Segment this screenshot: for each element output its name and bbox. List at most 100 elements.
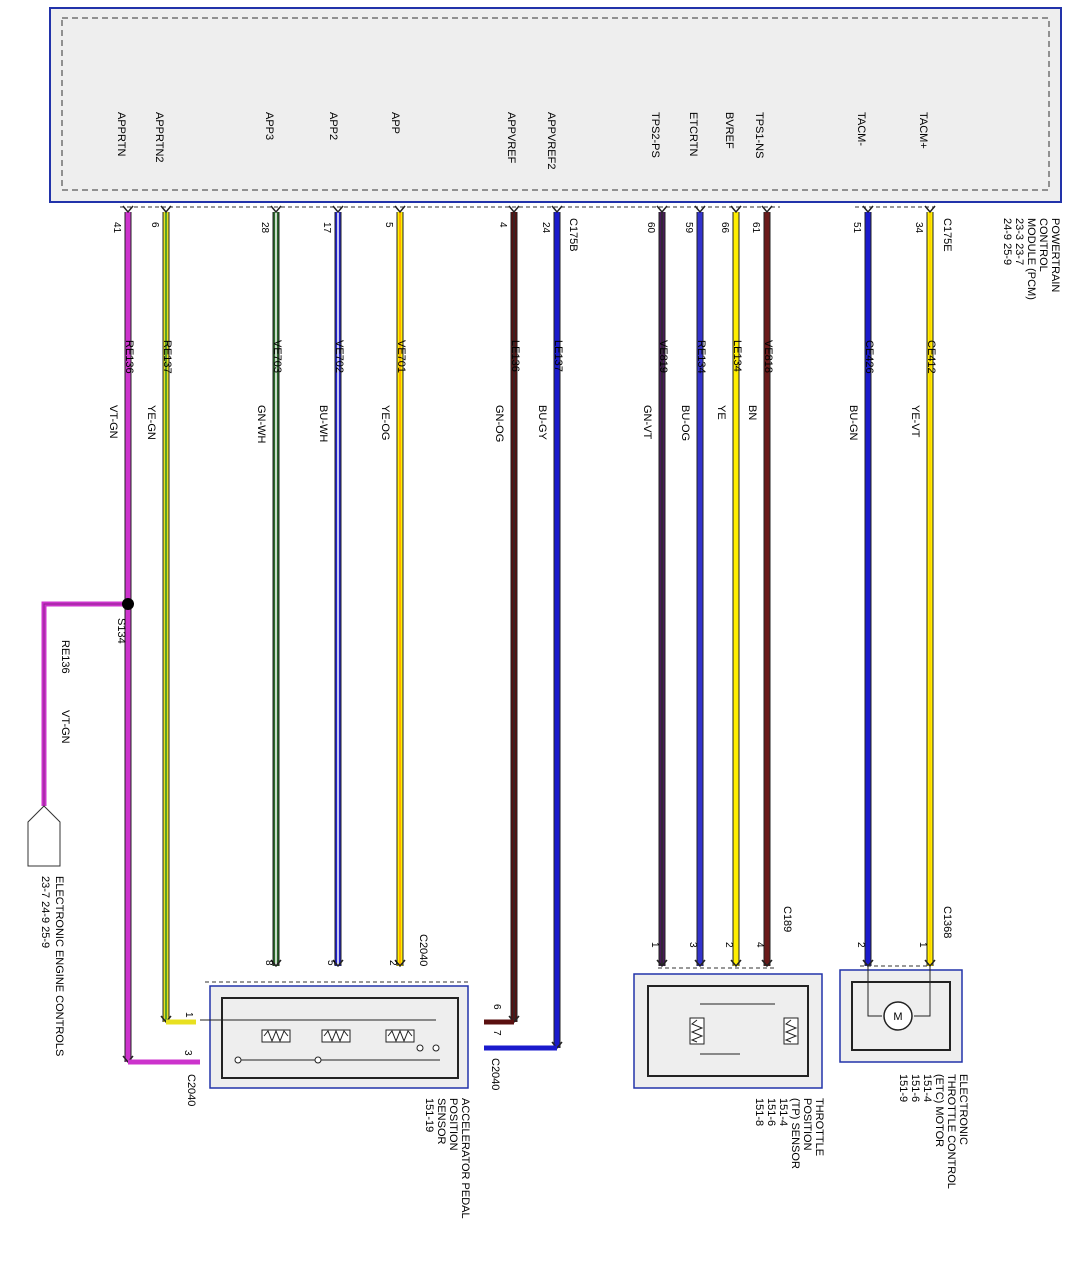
circuit-id: LE134 [731,340,743,372]
pcm-title-line: CONTROL [1037,218,1049,272]
splice-name: S134 [115,618,127,644]
app-connector-left: C2040 [185,1074,197,1106]
pcm-pin-arrow [551,205,563,214]
etc-title-line: THROTTLE CONTROL [945,1074,957,1189]
component-pin-arrow [332,959,344,968]
circuit-id: RE136 [123,340,135,374]
ecc-refs: 23-7 24-9 25-9 [39,876,51,948]
tp-potentiometer-1 [689,1017,705,1045]
color-code: YE-VT [909,405,921,438]
component-pin-arrow [656,959,668,968]
pcm-pin-number: 60 [645,222,656,234]
component-pin-number: 2 [387,960,398,966]
pcm-pin-arrow [122,205,134,214]
signal-name: TPS1-NS [753,112,765,158]
splice-branch-color: VT-GN [59,710,71,744]
component-pin-number: 1 [649,942,660,948]
pcm-connector-c175b: C175B [567,218,579,252]
signal-name: APPVREF [505,112,517,164]
color-code: GN-WH [255,405,267,444]
component-pin-number: 1 [917,942,928,948]
potentiometer-1 [261,1029,291,1043]
pcm-pin-number: 66 [719,222,730,234]
app-sensor-title-line: ACCELERATOR PEDAL [459,1098,471,1219]
component-pin-arrow [694,959,706,968]
component-pin-number: 3 [182,1050,193,1056]
pcm-pin-number: 17 [321,222,332,234]
component-pin-number: 8 [263,960,274,966]
color-code: BU-GY [536,405,548,441]
component-pin-arrow [394,959,406,968]
pcm-pin-number: 59 [683,222,694,234]
component-pin-number: 7 [491,1030,502,1036]
pcm-title-line: 24-9 25-9 [1001,218,1013,265]
splice-branch-circuit: RE136 [59,640,71,674]
pcm-pin-number: 34 [913,222,924,234]
pcm-pin-arrow [656,205,668,214]
pcm-pin-number: 41 [111,222,122,234]
splice-s134 [27,598,134,867]
app-sensor-title-line: SENSOR [435,1098,447,1145]
pcm-pin-number: 61 [750,222,761,234]
tp-sensor-title-line: 151-8 [753,1098,765,1126]
signal-name: TPS2-PS [649,112,661,158]
circuit-id: CE426 [863,340,875,374]
color-code: BU-GN [847,405,859,441]
ecc-label: ELECTRONIC ENGINE CONTROLS [53,876,65,1056]
signal-name: APP2 [327,112,339,140]
pcm-title-line: MODULE (PCM) [1025,218,1037,300]
tp-potentiometer-2 [783,1017,799,1045]
tp-sensor-title-line: 151-4 [777,1098,789,1126]
color-code: BN [746,405,758,420]
component-pin-number: 6 [491,1004,502,1010]
color-code: GN-OG [493,405,505,442]
etc-title-line: 151-9 [897,1074,909,1102]
color-code: YE-GN [145,405,157,440]
tp-sensor-title-line: 151-6 [765,1098,777,1126]
circuit-id: CE412 [925,340,937,374]
etc-title-line: 151-4 [921,1074,933,1102]
signal-name: TACM+ [917,112,929,149]
signal-name: ETCRTN [687,112,699,156]
color-code: YE-OG [379,405,391,440]
app-connector-right: C2040 [489,1058,501,1090]
component-pin-arrow [270,959,282,968]
app-connector-top: C2040 [417,934,429,966]
component-pin-number: 2 [723,942,734,948]
etc-connector: C1368 [941,906,953,938]
circuit-id: VE703 [271,340,283,373]
signal-name: APP3 [263,112,275,140]
etc-title-line: (ETC) MOTOR [933,1074,945,1147]
signal-name: APP [389,112,401,134]
pcm-pin-number: 4 [497,222,508,228]
pcm-pin-number: 5 [383,222,394,228]
potentiometer-3 [385,1029,415,1043]
component-pin-arrow [730,959,742,968]
pcm-title-line: POWERTRAIN [1049,218,1061,292]
etc-motor-box: M [839,965,963,1063]
signal-name: APPRTN2 [153,112,165,163]
circuit-id: LE137 [552,340,564,372]
circuit-id: RE137 [161,340,173,374]
color-code: VT-GN [107,405,119,439]
pcm-pin-number: 28 [259,222,270,234]
component-pin-number: 4 [754,942,765,948]
circuit-id: VE702 [333,340,345,373]
pcm-pin-arrow [394,205,406,214]
circuit-id: RE134 [695,340,707,374]
component-pin-number: 2 [855,942,866,948]
tp-sensor-box [633,967,823,1089]
color-code: BU-OG [679,405,691,441]
wires [122,205,936,1065]
circuit-id: VE701 [395,340,407,373]
tp-connector: C189 [781,906,793,932]
color-code: GN-VT [641,405,653,440]
component-pin-number: 5 [325,960,336,966]
wire-labels: RE136VT-GNRE137YE-GNVE703GN-WHVE702BU-WH… [107,340,937,444]
signal-name: APPVREF2 [545,112,557,169]
